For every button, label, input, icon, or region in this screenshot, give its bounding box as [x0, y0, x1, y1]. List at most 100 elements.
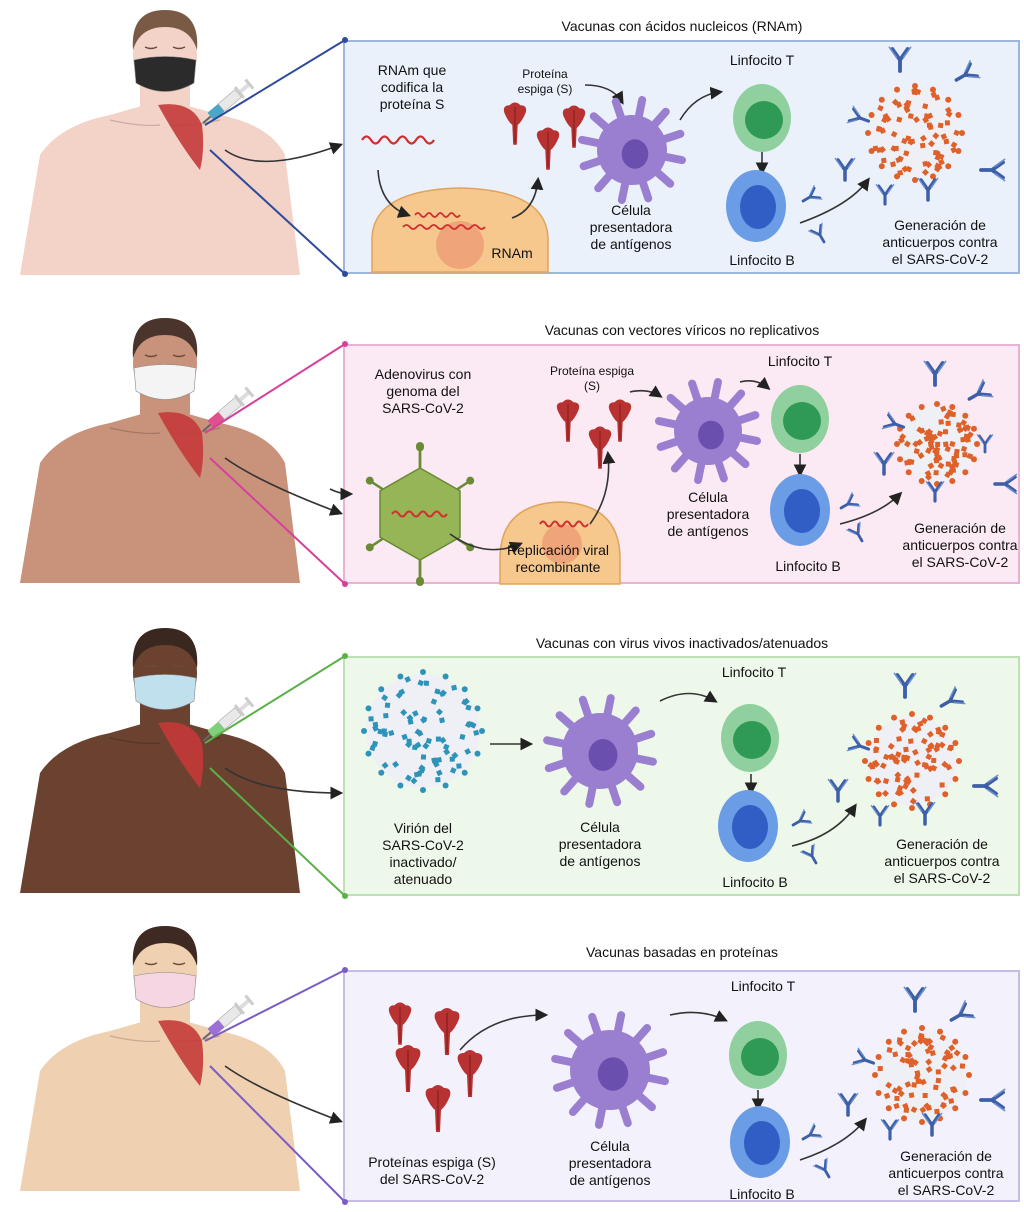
antibody-icon	[839, 492, 861, 510]
b-cell-icon	[730, 1106, 790, 1178]
panel-title: Vacunas con ácidos nucleicos (RNAm)	[561, 18, 803, 34]
label-apc-line: de antígenos	[559, 853, 641, 869]
label-viral-replication-line: Replicación viral	[507, 542, 609, 558]
label-antibody-generation-line: Generación de	[894, 217, 986, 233]
face-mask	[133, 972, 197, 1008]
t-cell-icon	[733, 84, 791, 152]
hair	[132, 628, 198, 668]
label-apc-line: presentadora	[558, 836, 642, 852]
antibody-icon	[979, 158, 1006, 182]
label-antibody-generation-line: Generación de	[914, 520, 1006, 536]
syringe-icon	[202, 994, 255, 1040]
label-adenovirus-line: SARS-CoV-2	[382, 400, 464, 416]
sars-cov-2-virus-icon	[865, 83, 965, 183]
spike-protein-icon	[588, 426, 612, 469]
zoom-callout-lines	[204, 967, 348, 1205]
deltoid-muscle-icon	[158, 722, 204, 788]
arrow-adenovirus-to-cell	[449, 533, 523, 554]
label-mrna-input-line: proteína S	[379, 96, 445, 112]
syringe-icon	[202, 78, 255, 124]
spike-protein-icon	[425, 1085, 451, 1132]
antibody-icon	[846, 733, 871, 752]
viral-genome-icon	[391, 510, 448, 518]
label-antibody-generation-line: el SARS-CoV-2	[911, 554, 1009, 570]
label-t-cell: Linfocito T	[722, 664, 786, 681]
antibody-icon	[881, 411, 906, 430]
antibody-icon	[917, 177, 939, 202]
panel-title: Vacunas con virus vivos inactivados/aten…	[535, 635, 829, 651]
rna-strand-icon	[402, 224, 486, 230]
person-illustration	[20, 318, 300, 583]
label-antibody-generation-line: el SARS-CoV-2	[893, 870, 991, 886]
deltoid-muscle-icon	[158, 412, 204, 478]
closed-eyes	[144, 354, 186, 358]
spike-protein-icon	[434, 1008, 460, 1055]
antigen-presenting-cell-icon	[578, 96, 686, 204]
antibody-icon	[979, 1088, 1006, 1112]
closed-eyes	[144, 962, 186, 966]
sars-cov-2-virus-icon	[894, 401, 980, 487]
antibody-icon	[851, 1047, 876, 1066]
zoom-callout-lines	[204, 37, 348, 277]
label-apc-line: presentadora	[666, 506, 750, 522]
label-t-cell: Linfocito T	[768, 353, 832, 370]
label-t-cell: Linfocito T	[730, 52, 794, 69]
label-spike-protein-line: (S)	[584, 379, 600, 393]
arrow-apc-to-tcell	[739, 376, 771, 391]
person-illustration	[20, 628, 300, 893]
label-inactivated-virion-line: atenuado	[393, 871, 453, 887]
label-inactivated-virion-line: inactivado/	[389, 854, 457, 870]
antibody-icon	[808, 222, 826, 244]
label-t-cell: Linfocito T	[731, 978, 795, 995]
torso	[20, 413, 300, 583]
torso	[20, 723, 300, 893]
injection-arrow	[224, 1065, 343, 1124]
antibody-icon	[993, 473, 1018, 495]
antibody-icon	[846, 105, 871, 124]
label-apc-line: de antígenos	[667, 523, 749, 539]
label-apc-line: Célula	[688, 489, 728, 505]
rna-strand-icon	[539, 520, 589, 528]
label-apc-line: de antígenos	[590, 236, 672, 252]
spike-protein-icon	[388, 1002, 412, 1045]
label-b-cell: Linfocito B	[722, 874, 787, 891]
label-antibody-generation-line: el SARS-CoV-2	[897, 1182, 995, 1198]
spike-protein-icon	[556, 399, 580, 442]
spike-protein-icon	[536, 127, 560, 170]
host-nucleus	[436, 221, 484, 269]
antigen-presenting-cell-icon	[543, 694, 657, 808]
b-cell-icon	[770, 474, 830, 546]
label-spike-proteins-line: del SARS-CoV-2	[379, 1171, 485, 1187]
antibody-icon	[837, 1092, 859, 1117]
b-cell-icon	[718, 790, 778, 862]
arrow-spike-to-apc	[459, 1008, 549, 1051]
label-apc-line: Célula	[590, 1138, 630, 1154]
arrow-mrna-to-cell	[377, 169, 412, 218]
deltoid-muscle-icon	[158, 104, 204, 170]
antibody-icon	[834, 157, 856, 182]
antibody-icon	[954, 60, 981, 82]
torso	[20, 105, 300, 275]
hair	[132, 10, 198, 50]
label-spike-proteins: Proteínas espiga (S)del SARS-CoV-2	[368, 1154, 496, 1188]
label-spike-protein-line: Proteína	[522, 67, 568, 81]
label-apc-line: Célula	[580, 819, 620, 835]
antibody-icon	[800, 843, 818, 865]
arrow-apc-to-tcell	[669, 1010, 728, 1022]
arrow-spike-to-apc	[584, 84, 624, 105]
spike-protein-icon	[562, 105, 586, 148]
antibody-icon	[903, 986, 927, 1013]
label-adenovirus-line: Adenovirus con	[374, 366, 472, 382]
label-rnam: RNAm	[491, 245, 532, 262]
hair	[132, 926, 198, 966]
label-apc-line: Célula	[611, 202, 651, 218]
label-adenovirus-line: genoma del	[386, 383, 460, 399]
face-mask	[133, 56, 197, 92]
